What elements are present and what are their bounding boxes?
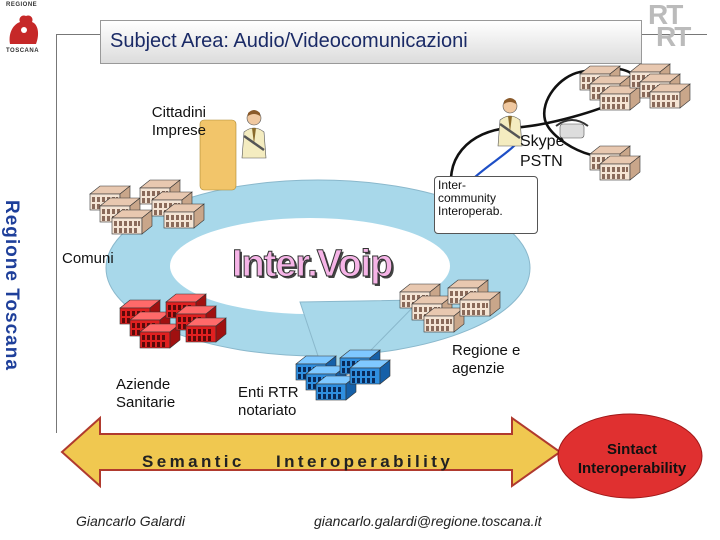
regione-toscana-logo: REGIONE TOSCANA xyxy=(4,2,44,54)
sintact-ellipse xyxy=(557,413,703,499)
logo-bottom-text: TOSCANA xyxy=(6,48,40,54)
footer-email: giancarlo.galardi@regione.toscana.it xyxy=(314,513,542,529)
footer-author: Giancarlo Galardi xyxy=(76,513,185,529)
rt-logo-line1: RT xyxy=(648,0,683,30)
phone-booth-icon xyxy=(199,119,237,191)
inter-voip-title: Inter.Voip xyxy=(231,243,393,286)
person-icon xyxy=(240,108,268,160)
rt-logo: RT RT xyxy=(648,1,691,52)
logo-top-text: REGIONE xyxy=(6,2,38,8)
cittadini-label: Cittadini Imprese xyxy=(151,104,206,139)
sintact-label: Sintact Interoperability xyxy=(577,441,687,477)
building-icon xyxy=(589,145,641,181)
title-bar xyxy=(100,20,642,64)
rt-logo-line2: RT xyxy=(656,21,691,52)
lion-emblem-icon xyxy=(9,15,39,44)
interoperability-label: Interoperability xyxy=(276,452,454,471)
semantic-label: Semantic xyxy=(142,452,245,471)
enti-label: Enti RTR notariato xyxy=(238,384,299,419)
interop-ring-inner xyxy=(170,218,450,314)
regione-label: Regione e agenzie xyxy=(452,342,521,377)
comuni-label: Comuni xyxy=(62,250,114,267)
page-title: Subject Area: Audio/Videocomunicazioni xyxy=(110,30,468,52)
intercommunity-box: Inter- community Interoperab. xyxy=(434,176,538,234)
person-icon xyxy=(496,96,524,148)
skype-label: Skype PSTN xyxy=(520,133,565,170)
aziende-label: Aziende Sanitarie xyxy=(116,376,176,411)
telephone-icon xyxy=(555,119,589,139)
